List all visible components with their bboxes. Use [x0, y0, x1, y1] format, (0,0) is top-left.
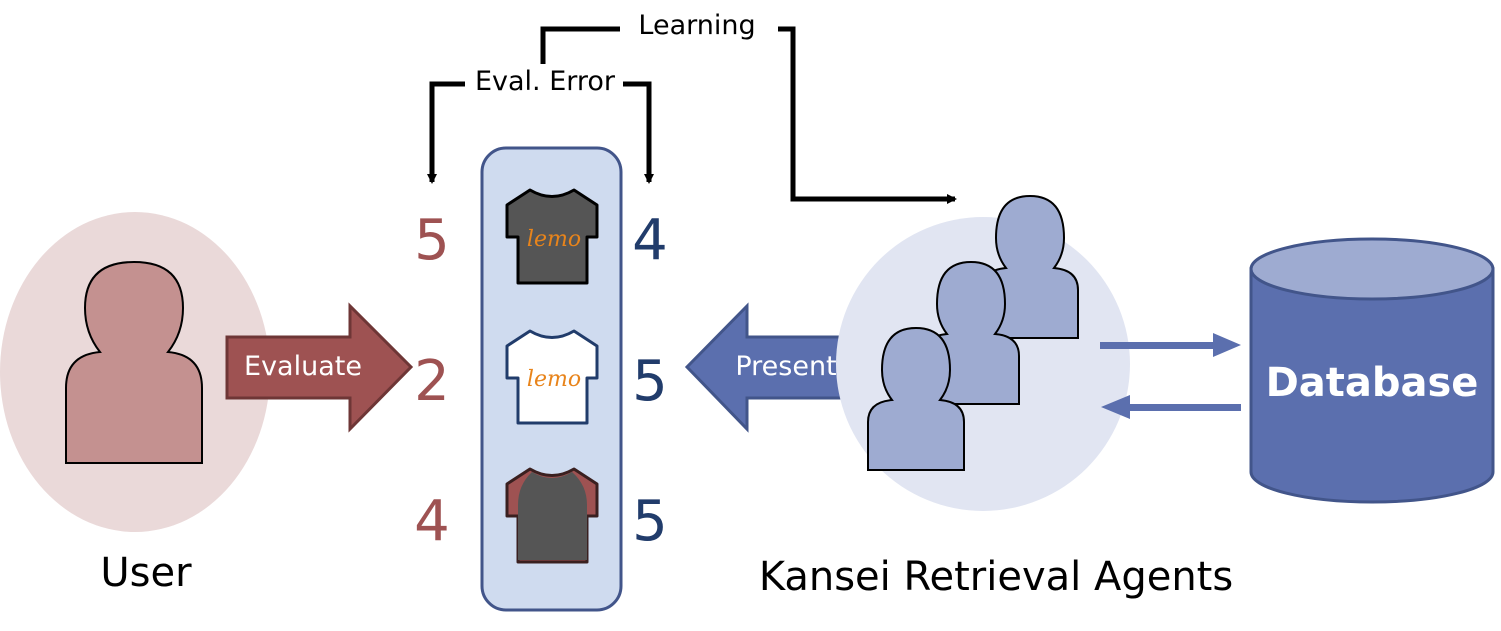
- white-tshirt-icon: lemo: [505, 329, 599, 425]
- database-label: Database: [1266, 360, 1479, 406]
- user-label: User: [100, 550, 192, 596]
- database-icon: [1249, 237, 1495, 504]
- shirt-logo-text: lemo: [527, 227, 581, 252]
- present-label: Present: [735, 351, 836, 382]
- user-score: 2: [414, 349, 450, 414]
- agent-score: 5: [632, 349, 668, 414]
- user-score: 4: [414, 489, 450, 554]
- eval-error-label: Eval. Error: [475, 66, 616, 97]
- result-arrow: [1101, 395, 1241, 419]
- agents-label: Kansei Retrieval Agents: [759, 554, 1233, 600]
- agent-score: 4: [632, 208, 668, 273]
- learning-label: Learning: [638, 10, 755, 41]
- eval-error-connector: [427, 81, 654, 184]
- query-arrow: [1100, 333, 1241, 357]
- agent-person-icon: [981, 194, 1079, 339]
- agent-score: 5: [632, 489, 668, 554]
- user-score: 5: [414, 208, 450, 273]
- shirt-logo-text: lemo: [527, 367, 581, 392]
- dark-tshirt-icon: lemo: [505, 188, 599, 285]
- agent-person-icon: [867, 326, 965, 471]
- present-arrow: [684, 302, 858, 433]
- evaluate-label: Evaluate: [244, 351, 362, 382]
- learning-connector: [540, 26, 957, 204]
- evaluate-arrow: [225, 302, 414, 433]
- user-icon: [65, 260, 203, 464]
- raglan-tshirt-icon: [505, 467, 599, 564]
